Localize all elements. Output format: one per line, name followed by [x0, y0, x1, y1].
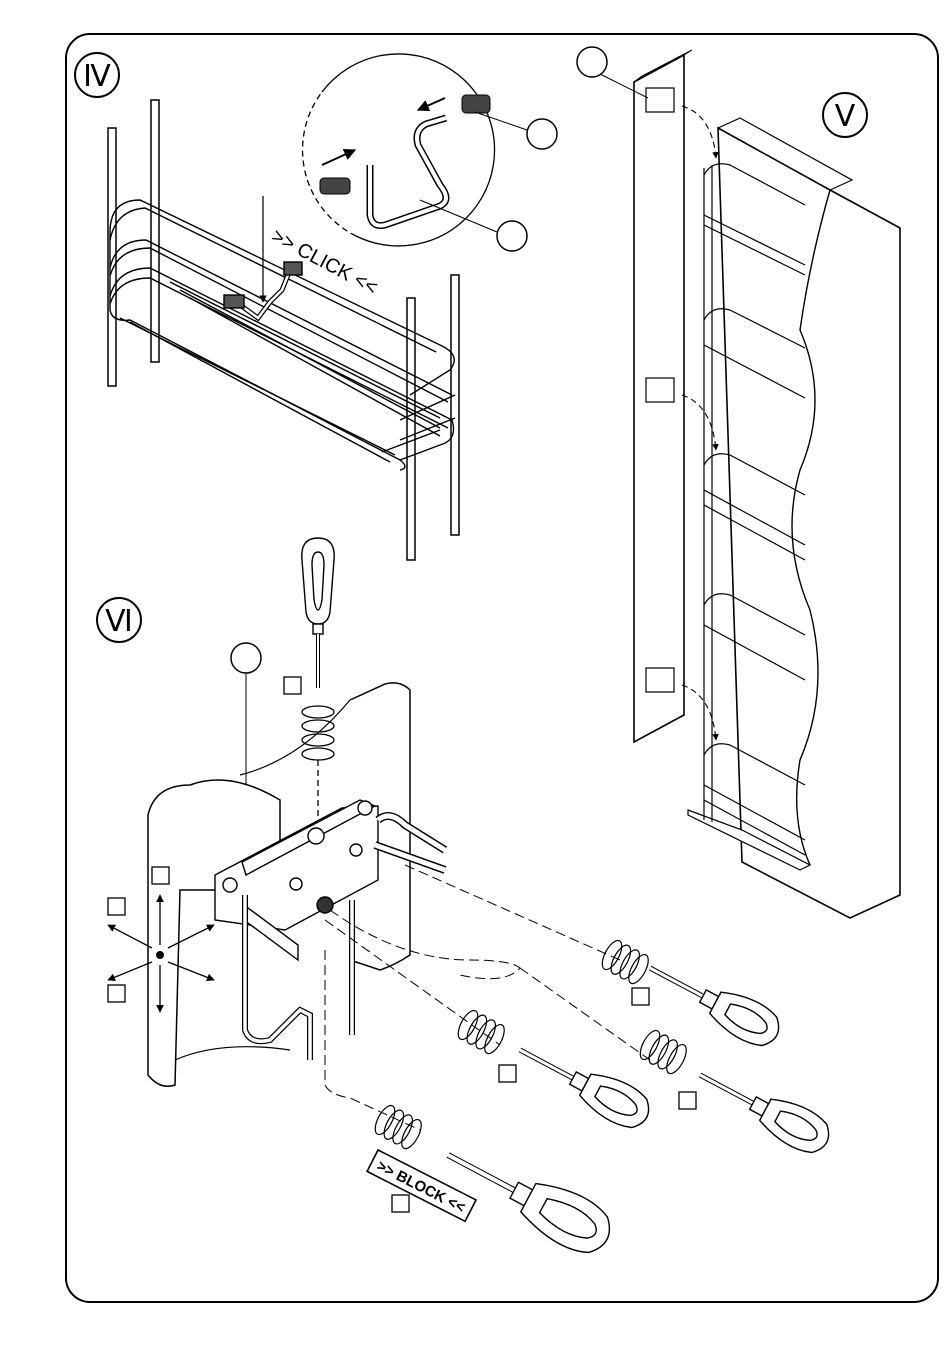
basket-posts: [108, 100, 459, 560]
step-iv-group: Ⅳ: [75, 53, 557, 560]
step-v-numeral: Ⅴ: [835, 100, 856, 133]
screwdriver-top: [302, 538, 334, 688]
callout-circle: [231, 643, 261, 673]
block-label: >> BLOCK <<: [374, 1157, 468, 1216]
step-checkbox[interactable]: [499, 1065, 516, 1082]
callout-circle: [577, 47, 607, 77]
spring-top: [302, 706, 334, 830]
step-iv-numeral: Ⅳ: [83, 60, 111, 93]
step-checkbox[interactable]: [152, 867, 169, 884]
step-vi-group: Ⅵ: [97, 538, 836, 1263]
step-checkbox[interactable]: [392, 1195, 409, 1212]
step-checkbox[interactable]: [632, 988, 649, 1005]
step-checkbox[interactable]: [284, 677, 301, 694]
step-v-group: Ⅴ: [577, 47, 900, 918]
step-checkbox[interactable]: [108, 985, 125, 1002]
screwdriver-right-upper: [641, 950, 787, 1053]
screwdriver-middle: [511, 1032, 657, 1135]
screwdriver-right-lower: [691, 1057, 837, 1160]
callout-circle: [497, 221, 527, 251]
step-checkbox[interactable]: [679, 1092, 696, 1109]
callout-circle: [527, 119, 557, 149]
mounting-arrows: [682, 106, 716, 740]
cabinet-body: [718, 128, 900, 918]
detail-magnifier: [303, 54, 557, 251]
step-vi-numeral: Ⅵ: [105, 605, 133, 638]
pivot-point: [156, 951, 164, 959]
step-checkbox[interactable]: [108, 898, 125, 915]
